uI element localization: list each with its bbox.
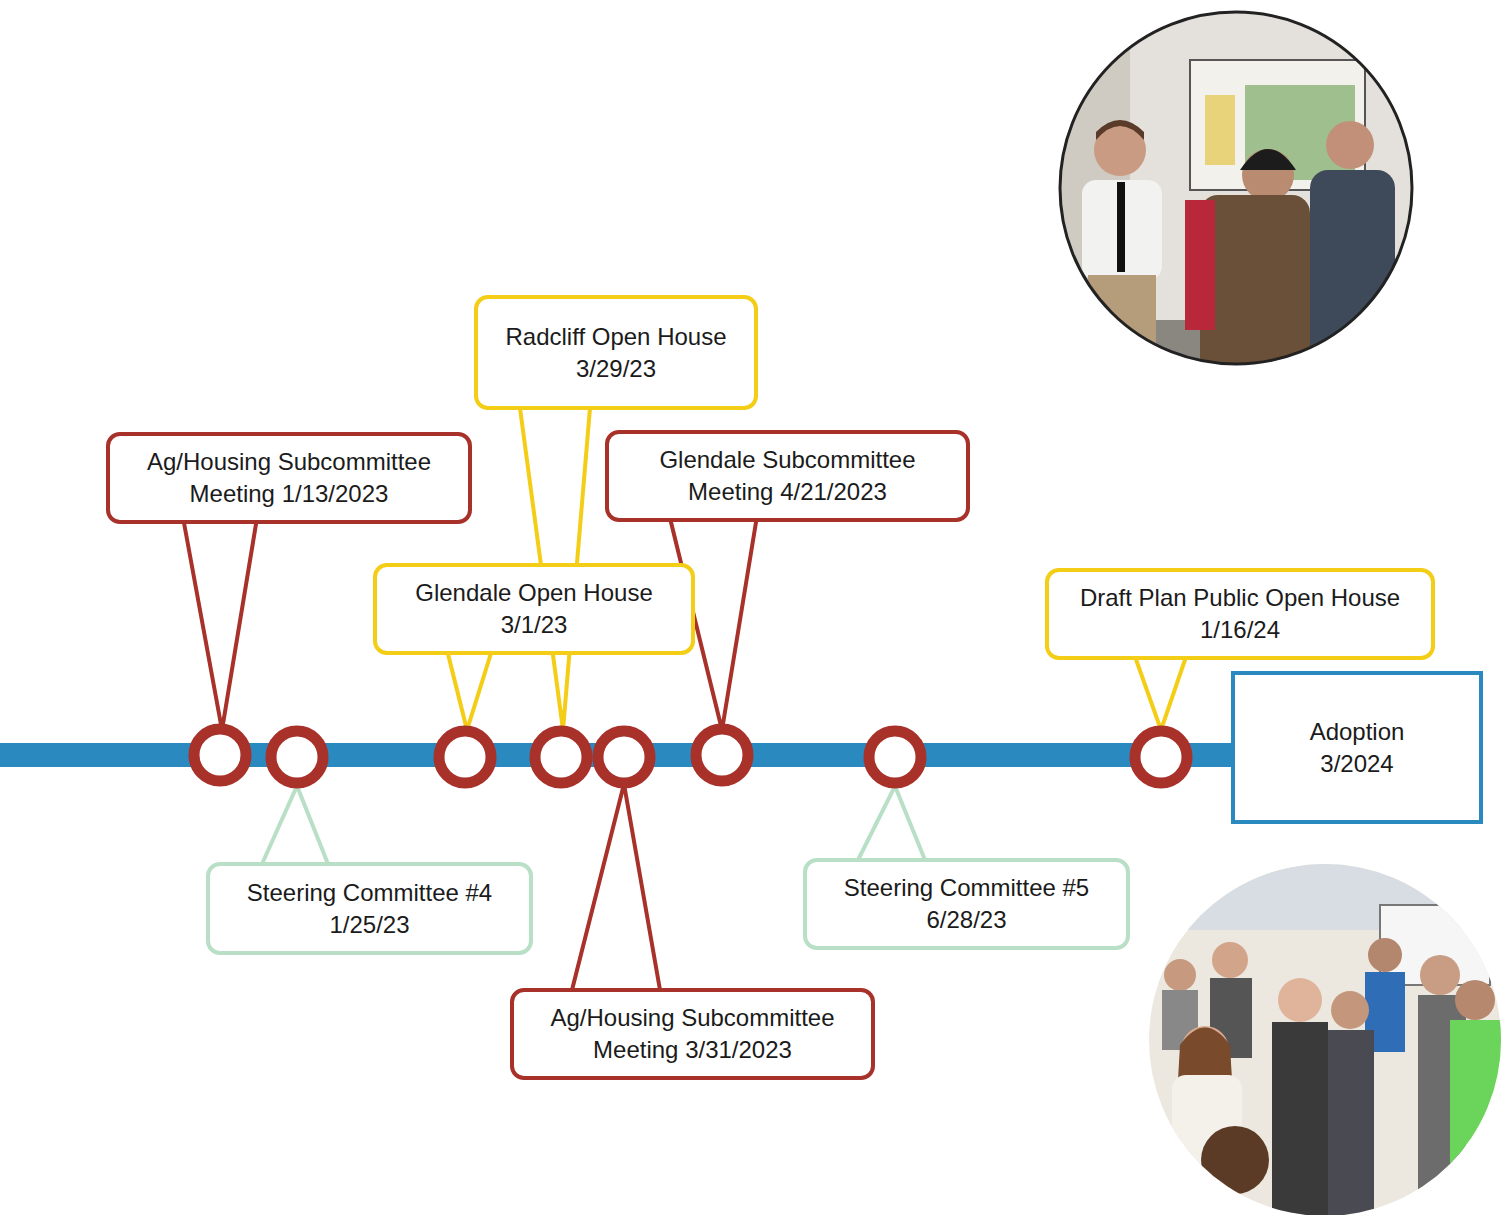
callout-text: Draft Plan Public Open House 1/16/24 — [1069, 582, 1411, 646]
photo-crowd — [1140, 860, 1503, 1215]
callout-box: Ag/Housing Subcommittee Meeting 3/31/202… — [510, 988, 875, 1080]
callout-text: Steering Committee #4 1/25/23 — [230, 877, 509, 941]
callout-box: Ag/Housing Subcommittee Meeting 1/13/202… — [106, 432, 472, 524]
callout-box: Steering Committee #4 1/25/23 — [206, 862, 533, 955]
callout-text: Ag/Housing Subcommittee Meeting 1/13/202… — [130, 446, 448, 510]
photo-meeting — [1050, 0, 1430, 385]
callout-text: Adoption 3/2024 — [1295, 716, 1419, 780]
callout-text: Glendale Subcommittee Meeting 4/21/2023 — [629, 444, 946, 508]
callout-box: Radcliff Open House 3/29/23 — [474, 295, 758, 410]
callout-box: Glendale Subcommittee Meeting 4/21/2023 — [605, 430, 970, 522]
callout-box: Draft Plan Public Open House 1/16/24 — [1045, 568, 1435, 660]
callout-text: Ag/Housing Subcommittee Meeting 3/31/202… — [534, 1002, 851, 1066]
callout-text: Radcliff Open House 3/29/23 — [498, 321, 734, 385]
callout-box: Glendale Open House 3/1/23 — [373, 563, 695, 655]
callout-text: Steering Committee #5 6/28/23 — [827, 872, 1106, 936]
callout-text: Glendale Open House 3/1/23 — [397, 577, 671, 641]
milestone-rings — [194, 729, 1187, 783]
callout-box: Steering Committee #5 6/28/23 — [803, 858, 1130, 950]
callout-box: Adoption 3/2024 — [1231, 671, 1483, 824]
